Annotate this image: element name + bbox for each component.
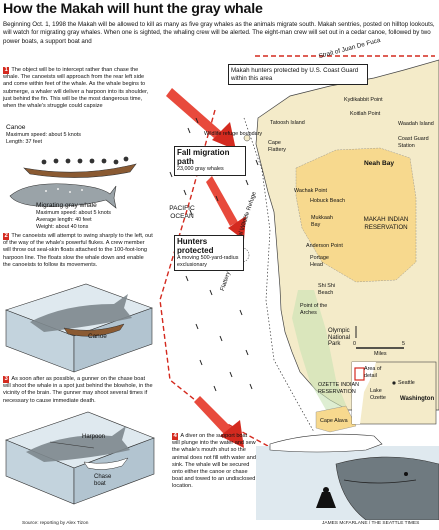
migration-arrow-2	[206, 176, 238, 226]
label-ozette: OZETTE INDIAN RESERVATION	[318, 382, 360, 395]
fall-migration-box: Fall migration path 23,000 gray whales	[174, 146, 246, 176]
label-waadah: Waadah Island	[398, 121, 434, 127]
label-portage: Portage Head	[310, 255, 329, 268]
page-title: How the Makah will hunt the gray whale	[3, 1, 263, 17]
step-1-number: 1	[3, 67, 10, 74]
whale-illustration	[9, 183, 117, 209]
step-4-number: 4	[172, 433, 179, 440]
label-neah-bay: Neah Bay	[364, 160, 395, 167]
label-koitlah: Koitlah Point	[350, 111, 381, 117]
step-1-text: The object will be to intercept rather t…	[3, 67, 149, 110]
label-washington: Washington	[400, 396, 435, 402]
scale-unit: Miles	[374, 351, 387, 357]
pacific-ocean-label: PACIFIC OCEAN	[169, 205, 195, 220]
step-3-number: 3	[3, 376, 10, 383]
step-3-illustration	[5, 411, 155, 505]
whale-length: Average length: 40 feet	[36, 217, 92, 223]
label-hobuck: Hobuck Beach	[310, 198, 346, 204]
label-makah-reservation: MAKAH INDIAN RESERVATION	[363, 216, 409, 231]
scale-five: 5	[402, 341, 405, 347]
inset-area-box	[354, 367, 365, 381]
label-shi-shi: Shi Shi Beach	[318, 283, 336, 296]
step-4-illustration	[256, 433, 439, 520]
label-olympic: Olympic National Park	[328, 328, 351, 348]
tatoosh-island	[243, 134, 251, 142]
makah-reservation-area	[295, 147, 417, 283]
label-coast-guard: Coast Guard Station	[398, 136, 429, 149]
protected-area-box: Makah hunters protected by U.S. Coast Gu…	[228, 64, 368, 86]
label-seattle: Seattle	[398, 380, 415, 386]
scale-zero: 0	[353, 341, 356, 347]
canoe-illustration	[23, 156, 137, 178]
harpoon-label: Harpoon	[82, 434, 106, 440]
hunters-protected-sub: A moving 500-yard-radius exclusionary	[177, 255, 239, 268]
label-mukkaah: Mukkaah Bay	[311, 215, 333, 228]
step-2-text: The canoeists will attempt to swing shar…	[3, 233, 153, 268]
step-2-number: 2	[3, 233, 10, 240]
label-point-arches: Point of the Arches	[300, 303, 328, 316]
migration-arrowhead-2	[228, 216, 246, 240]
hunters-protected-title: Hunters protected	[177, 237, 214, 255]
hunters-protected-box: Hunters protected A moving 500-yard-radi…	[174, 235, 244, 272]
whale-weight: Weight: about 40 tons	[36, 224, 89, 230]
ozette-reservation-area	[315, 405, 357, 433]
label-cape-flattery: Cape Flattery	[268, 140, 286, 153]
step-4-text: A diver on the support boat will plunge …	[172, 433, 256, 490]
canoe-length: Length: 37 feet	[6, 139, 42, 145]
intro-text: Beginning Oct. 1, 1998 the Makah will be…	[3, 21, 435, 45]
chase-boat-label: Chase boat	[94, 474, 112, 487]
olympic-park-area	[292, 290, 348, 410]
migration-arrowhead-3	[220, 420, 244, 448]
fall-migration-title: Fall migration path	[177, 148, 230, 166]
canoe-speed: Maximum speed: about 5 knots	[6, 132, 81, 138]
migration-arrow-3	[194, 396, 232, 434]
label-lake-ozette: Lake Ozette	[370, 388, 386, 401]
canoe-label-2: Canoe	[88, 333, 107, 340]
refuge-boundary-label: Wildlife refuge boundary	[204, 131, 263, 137]
step-2-illustration	[5, 283, 153, 373]
migration-arrowhead-1	[212, 122, 236, 150]
inset-water	[352, 362, 376, 424]
label-anderson: Anderson Point	[306, 243, 343, 249]
protected-area-boundary	[159, 55, 435, 447]
label-wachak: Wachak Point	[294, 188, 328, 194]
label-kydikabbit: Kydikabbit Point	[344, 97, 383, 103]
whale-heading: Migrating gray whale	[36, 202, 97, 209]
step-3-text: As soon after as possible, a gunner on t…	[3, 376, 153, 404]
whale-speed: Maximum speed: about 5 knots	[36, 210, 111, 216]
source-credit: Source: reporting by Alex Tizon	[22, 521, 89, 526]
artist-credit: JAMES McFARLANE / THE SEATTLE TIMES	[322, 521, 420, 526]
seattle-dot	[392, 381, 396, 385]
migration-arrow-1	[166, 88, 222, 138]
refuge-boundary-line	[243, 117, 315, 433]
label-cape-alava: Cape Alava	[320, 418, 348, 424]
canoe-heading: Canoe	[6, 124, 26, 131]
label-tatoosh: Tatoosh Island	[270, 120, 305, 126]
fall-migration-sub: 23,000 gray whales	[177, 166, 224, 173]
label-inset-area: Area of detail	[364, 366, 382, 379]
